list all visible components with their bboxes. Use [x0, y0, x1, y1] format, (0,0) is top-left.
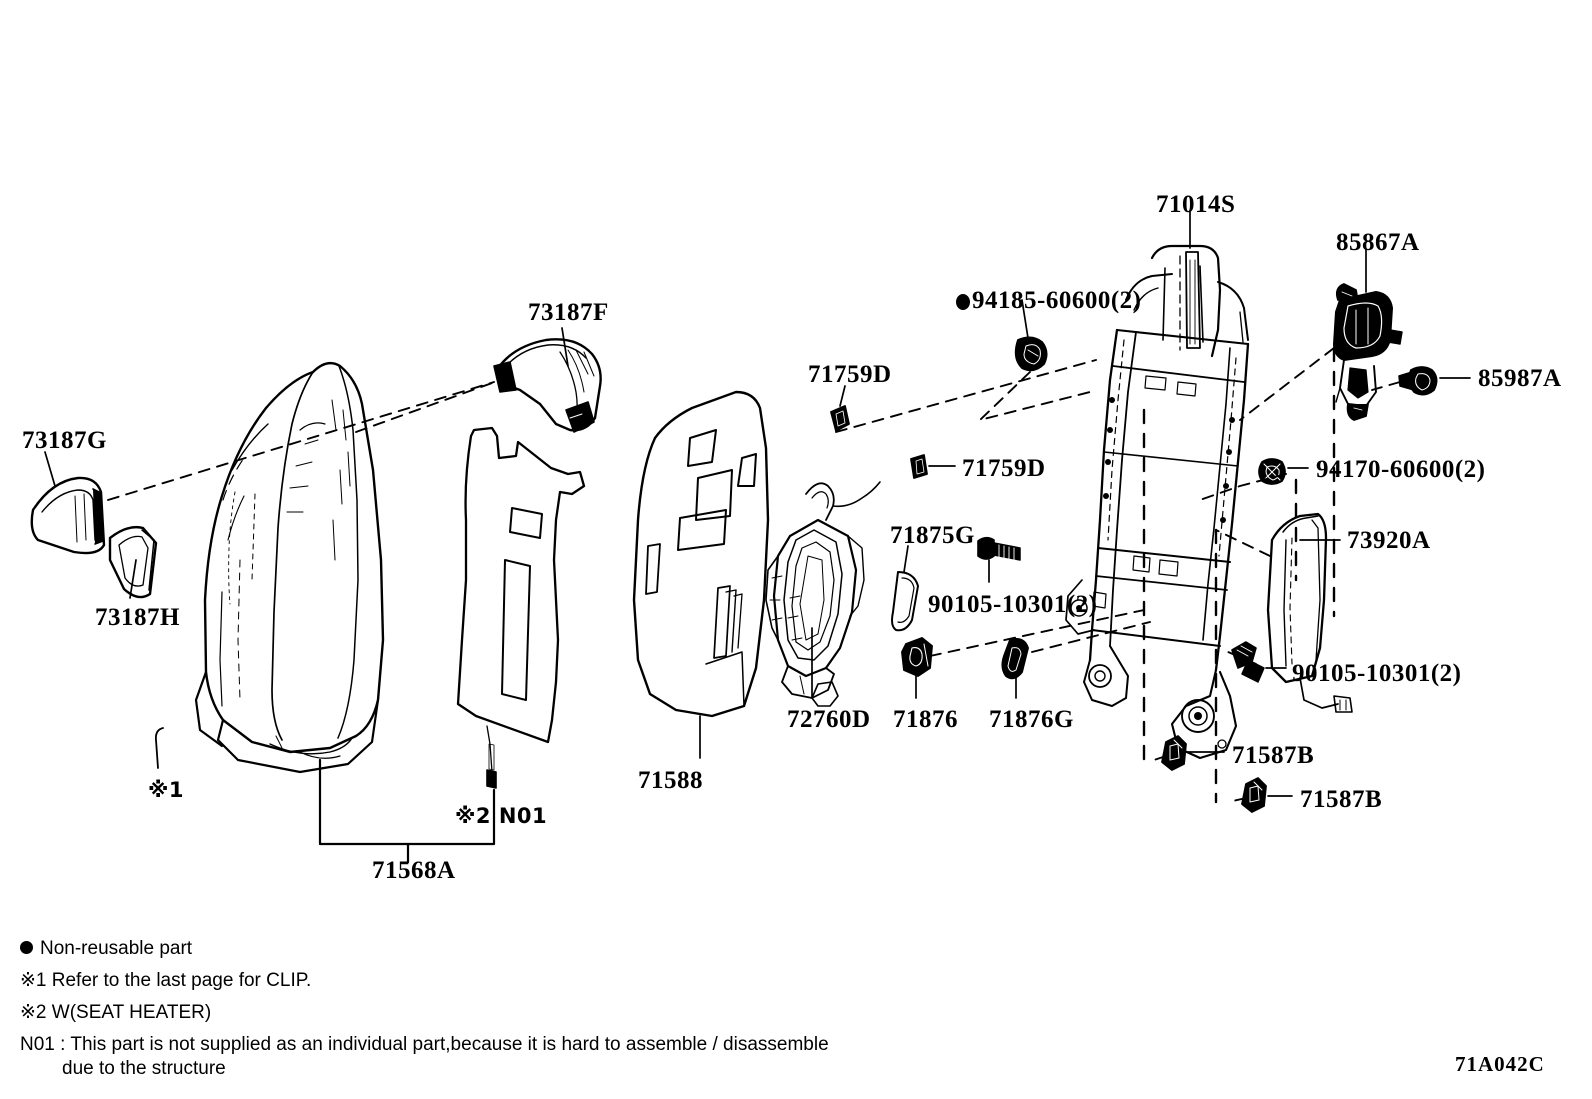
part-shape-72760D: [765, 481, 881, 707]
part-shape-71875G: [891, 571, 919, 632]
mark-star1: ※1: [148, 778, 185, 802]
part-shape-73187G: [30, 476, 106, 555]
diagram-code: 71A042C: [1455, 1052, 1545, 1076]
non-reusable-bullet-icon: [20, 941, 33, 954]
part-label-71876[interactable]: 71876: [893, 706, 958, 733]
part-shape-73187F: [493, 338, 602, 433]
part-label-71568A[interactable]: 71568A: [372, 857, 456, 884]
legend-non-reusable: Non-reusable part: [20, 938, 192, 960]
assembly-dashed-lines: [107, 347, 1401, 803]
part-label-90105-10301-2[interactable]: 90105-10301(2): [1292, 660, 1462, 687]
alignment-guides: [1142, 346, 1336, 804]
part-label-73920A[interactable]: 73920A: [1347, 527, 1431, 554]
part-shape-71587B-2: [1241, 777, 1267, 813]
part-label-71759D-2[interactable]: 71759D: [962, 455, 1046, 482]
legend-note-3-line2: due to the structure: [62, 1058, 226, 1079]
part-shape-85867A: [1333, 283, 1403, 421]
part-shape-94185-nut: [1014, 336, 1048, 372]
part-shape-71014S-frame: [1065, 244, 1250, 760]
part-shape-71759D-1: [830, 405, 850, 432]
part-shape-71568A-cover: [194, 361, 385, 774]
part-label-71588[interactable]: 71588: [638, 767, 703, 794]
part-label-85987A[interactable]: 85987A: [1478, 365, 1562, 392]
part-shape-73187H: [108, 525, 158, 599]
part-label-94185-60600[interactable]: 94185-60600(2): [956, 288, 1141, 313]
non-reusable-bullet-icon: [956, 294, 970, 310]
part-shape-71876: [901, 637, 933, 677]
legend-note-1: ※1 Refer to the last page for CLIP.: [20, 970, 312, 991]
part-shape-71587B-1: [1161, 735, 1187, 771]
part-label-71587B-1[interactable]: 71587B: [1232, 742, 1315, 769]
part-label-90105-10301-1[interactable]: 90105-10301(2): [928, 591, 1098, 618]
part-label-71875G[interactable]: 71875G: [890, 522, 975, 549]
part-label-94170-60600[interactable]: 94170-60600(2): [1316, 456, 1486, 483]
part-label-73187G[interactable]: 73187G: [22, 427, 107, 454]
part-label-71587B-2[interactable]: 71587B: [1300, 786, 1383, 813]
part-label-71759D-1[interactable]: 71759D: [808, 361, 892, 388]
part-label-71876G[interactable]: 71876G: [989, 706, 1074, 733]
part-shape-90105-bolt-2: [1231, 641, 1265, 683]
part-shape-71759D-2: [910, 454, 928, 479]
part-number-text: 94185-60600(2): [972, 287, 1142, 314]
part-label-85867A[interactable]: 85867A: [1336, 229, 1420, 256]
legend-non-reusable-text: Non-reusable part: [40, 938, 193, 959]
part-shape-85987A: [1398, 366, 1438, 396]
part-label-73187F[interactable]: 73187F: [528, 299, 609, 326]
part-shape-clip-star1: [154, 727, 164, 769]
part-label-72760D[interactable]: 72760D: [787, 706, 871, 733]
grouping-bracket-71568A: [318, 758, 496, 864]
leader-lines: [44, 211, 1471, 797]
part-shape-71588-board: [632, 390, 770, 718]
part-shape-71876G: [1001, 638, 1029, 680]
legend-note-3-line1: N01 : This part is not supplied as an in…: [20, 1034, 829, 1055]
part-label-73187H[interactable]: 73187H: [95, 604, 180, 631]
part-label-71014S[interactable]: 71014S: [1156, 191, 1236, 218]
legend-note-2: ※2 W(SEAT HEATER): [20, 1002, 212, 1023]
part-shape-90105-bolt-1: [977, 536, 1021, 561]
part-shape-seat-heater-pad: [456, 426, 586, 789]
mark-star2-n01: ※2 N01: [455, 804, 548, 828]
part-shape-73920A: [1266, 512, 1353, 713]
